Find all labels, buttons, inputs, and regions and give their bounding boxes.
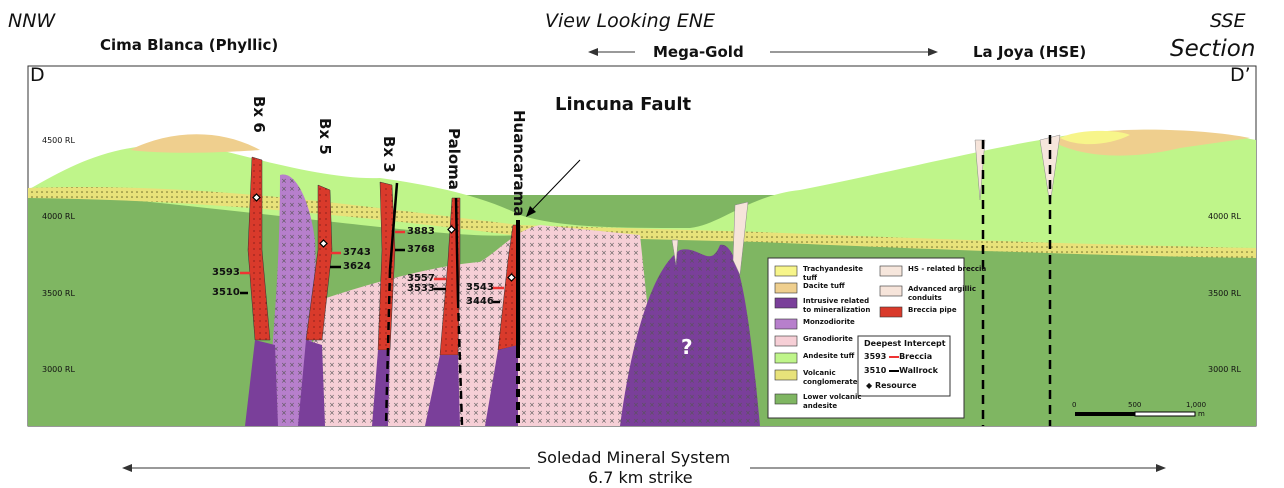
legend-label: Andesite tuff [803,352,855,360]
legend-breccia: 3593 Breccia [864,352,932,361]
rl-4000-right: 4000 RL [1208,212,1241,221]
intercept-paloma-wall: 3533 [407,283,435,294]
scale-1000: 1,000 [1186,401,1207,409]
intercept-bx3-wall: 3768 [407,244,435,255]
label-bx6: Bx 6 [250,96,268,133]
legend-swatch [879,265,903,277]
fault-text: Lincuna Fault [555,94,692,115]
pipe-bx6 [247,156,271,341]
view-direction: View Looking ENE [545,10,716,32]
legend-wallrock: 3510 Wallrock [864,366,938,375]
direction-nnw: NNW [8,10,56,32]
lincuna-fault-label: Lincuna Fault [555,92,691,117]
pipe-bx5 [305,184,333,341]
legend-swatch [774,297,798,309]
intercept-bx6-wall: 3510 [212,287,240,298]
rl-3000-left: 3000 RL [42,365,75,374]
legend-label: Volcanic conglomerate [803,369,858,386]
legend-label: Dacite tuff [803,282,845,290]
la-joya-title: La Joya (HSE) [973,43,1087,61]
legend-label: Trachyandesite tuff [803,265,864,282]
legend-swatch [774,352,798,364]
mega-gold-title: Mega-Gold [653,43,744,61]
intercept-huan-wall: 3446 [466,296,494,307]
legend-wall-text: Wallrock [899,366,938,375]
intercept-huan-breccia: 3543 [466,282,494,293]
root-intrusives [245,340,518,426]
rl-4500-left: 4500 RL [42,136,75,145]
dacite-tuff [130,129,1250,156]
fault-arrow [529,159,581,213]
rl-3500-right: 3500 RL [1208,289,1241,298]
legend-swatch [774,318,798,330]
legend-label: Lower volcanic andesite [803,393,862,410]
cima-blanca-title: Cima Blanca (Phyllic) [100,36,279,54]
intercept-paloma-breccia: 3557 [407,273,435,284]
legend-swatch [774,393,798,405]
legend-breccia-val: 3593 [864,352,887,361]
legend-breccia-text: Breccia [899,352,933,361]
resource-markers [252,193,516,282]
trachyandesite-tuff [1060,130,1130,145]
breccia-pipes [247,156,521,356]
legend-resource-text: Resource [874,381,917,390]
intercept-bx6-breccia: 3593 [212,267,240,278]
legend-swatch [879,306,903,318]
label-bx3: Bx 3 [380,136,398,173]
unknown-label: ? [681,335,693,359]
scale-500: 500 [1128,401,1142,409]
volcanic-conglomerate [28,187,1256,258]
fault-lines [384,135,1052,427]
intercept-bx5-breccia: 3743 [343,247,371,258]
footer-system: Soledad Mineral System [537,448,731,467]
rl-3000-right: 3000 RL [1208,365,1241,374]
andesite-tuff [28,129,1256,255]
footer-strike: 6.7 km strike [588,468,693,487]
legend-wall-val: 3510 [864,366,887,375]
section-label: Section [1170,36,1256,62]
legend-label: Granodiorite [803,335,853,343]
legend-label: Intrusive related to mineralization [803,297,871,314]
legend-resource: ◆ Resource [866,381,917,390]
direction-sse: SSE [1210,10,1246,32]
intercept-ticks [240,230,504,304]
intercept-bx5-wall: 3624 [343,261,371,272]
section-d-prime-label: D’ [1230,64,1251,86]
legend-label: Breccia pipe [908,306,957,314]
label-bx5: Bx 5 [316,118,334,155]
legend-swatch [879,285,903,297]
legend-swatch [774,369,798,381]
legend-label: Advanced argillic conduits [908,285,976,302]
label-paloma: Paloma [445,128,463,190]
footer-arrow [125,51,1160,469]
legend-swatch [774,265,798,277]
legend-swatch [774,282,798,294]
legend-swatch [774,335,798,347]
scale-bar [1075,411,1196,417]
legend-label: HS - related breccia [908,265,987,273]
scale-unit: m [1198,410,1205,418]
intercept-bx3-breccia: 3883 [407,226,435,237]
rl-3500-left: 3500 RL [42,289,75,298]
label-huancarama: Huancarama [510,110,528,217]
legend-intercept-title: Deepest Intercept [864,339,946,348]
legend-label: Monzodiorite [803,318,855,326]
scale-0: 0 [1072,401,1077,409]
rl-4000-left: 4000 RL [42,212,75,221]
section-d-label: D [30,64,45,86]
